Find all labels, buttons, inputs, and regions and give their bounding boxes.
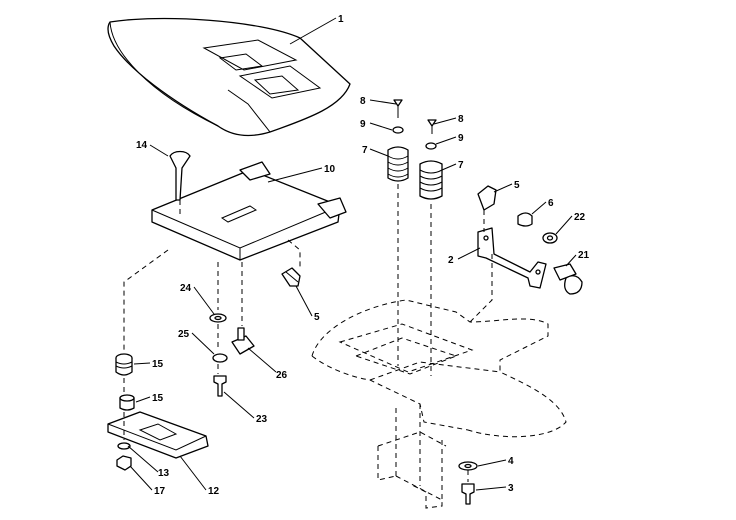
callout-6a: 6	[548, 198, 554, 209]
leader-lines	[127, 17, 577, 491]
clip-5-upper	[477, 185, 497, 211]
fender	[311, 299, 567, 509]
callout-10: 10	[324, 164, 336, 175]
callout-7b: 7	[458, 160, 464, 171]
seat-adjust-bracket	[107, 411, 209, 459]
clip-5-lower	[281, 267, 301, 287]
callout-23: 23	[256, 414, 268, 425]
callout-12: 12	[208, 486, 220, 497]
callout-8a: 8	[360, 96, 366, 107]
nut-17	[116, 455, 132, 471]
callout-17: 17	[154, 486, 166, 497]
callouts: 1 10 14 8 9 7 8 9 7 5 6 22 2 21 5 24 25 …	[136, 14, 590, 497]
callout-5b: 5	[314, 312, 320, 323]
callout-21: 21	[578, 250, 590, 261]
callout-8b: 8	[458, 114, 464, 125]
assembly-lines	[123, 184, 493, 482]
callout-24: 24	[180, 283, 192, 294]
callout-14: 14	[136, 140, 148, 151]
bushing	[119, 394, 135, 411]
spring-stack-left	[387, 99, 409, 182]
callout-15a: 15	[152, 359, 164, 370]
callout-25: 25	[178, 329, 190, 340]
seat-spring	[115, 353, 133, 376]
bolt-23	[213, 375, 227, 397]
seat	[107, 17, 351, 137]
callout-7a: 7	[362, 145, 368, 156]
callout-26: 26	[276, 370, 288, 381]
adjust-knob-21	[553, 263, 583, 295]
callout-15b: 15	[152, 393, 164, 404]
bolt-3	[461, 483, 475, 505]
callout-9b: 9	[458, 133, 464, 144]
spacer-6	[517, 212, 533, 227]
spring-stack-right	[419, 119, 443, 200]
callout-2: 2	[448, 255, 454, 266]
callout-3: 3	[508, 483, 514, 494]
washer-25	[212, 353, 228, 363]
callout-9a: 9	[360, 119, 366, 130]
seat-pan	[151, 161, 347, 261]
callout-13: 13	[158, 468, 170, 479]
washer-13	[117, 442, 131, 450]
callout-22: 22	[574, 212, 586, 223]
seat-bracket-2	[477, 227, 547, 289]
callout-5a: 5	[514, 180, 520, 191]
callout-4: 4	[508, 456, 514, 467]
callout-1: 1	[338, 14, 344, 25]
seat-lever	[169, 150, 191, 201]
